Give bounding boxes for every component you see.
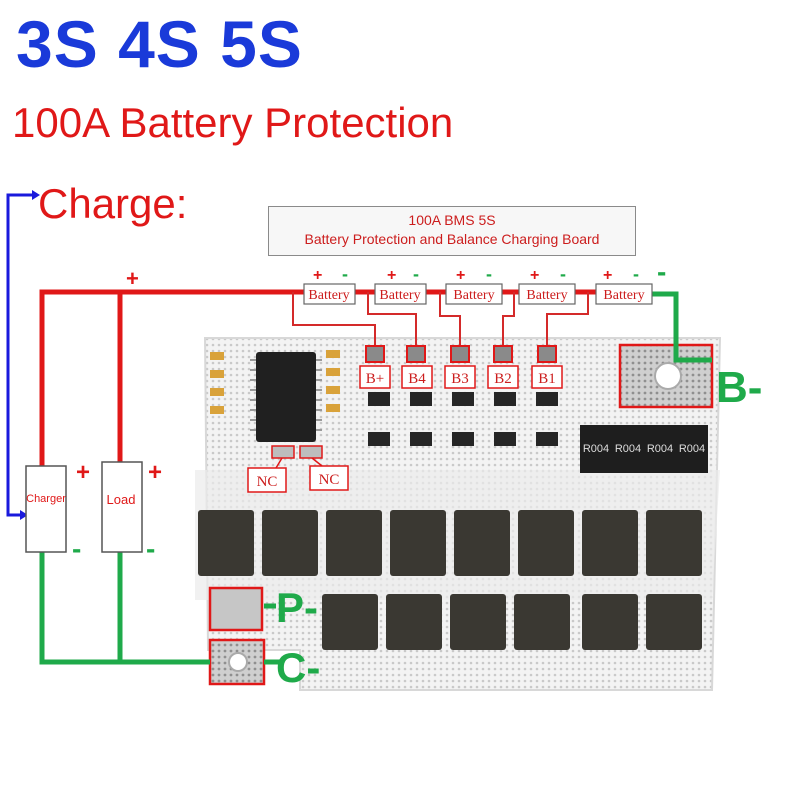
battery-plus: + xyxy=(387,267,396,284)
balance-pads: B+ B4 B3 B2 B1 xyxy=(359,345,563,389)
b-minus-pad xyxy=(618,343,714,409)
battery-label: Battery xyxy=(308,288,349,303)
board-banner: 100A BMS 5S Battery Protection and Balan… xyxy=(268,206,636,256)
battery-label: Battery xyxy=(603,288,644,303)
pad-label-b4: B4 xyxy=(408,371,426,387)
battery-cell-2: Battery + - xyxy=(374,264,427,305)
battery-minus: - xyxy=(633,264,639,284)
battery-plus: + xyxy=(530,267,539,284)
negative-wiring xyxy=(39,291,712,665)
positive-wiring xyxy=(39,289,596,466)
battery-cell-3: Battery + - xyxy=(445,264,503,305)
battery-plus: + xyxy=(456,267,465,284)
resistor-code-3: R004 xyxy=(647,443,673,455)
mosfet-row-top xyxy=(198,510,702,576)
terminal-b-minus: B- xyxy=(716,363,762,412)
charger-plus: + xyxy=(76,459,90,486)
banner-line-1: 100A BMS 5S xyxy=(408,212,496,228)
page-title: 3S 4S 5S xyxy=(16,7,303,81)
nc-label-2: NC xyxy=(319,472,340,488)
charger-label: Charger xyxy=(26,493,66,505)
battery-label: Battery xyxy=(526,288,567,303)
banner-line-2: Battery Protection and Balance Charging … xyxy=(304,231,600,247)
control-ic xyxy=(250,352,322,442)
pad-label-b2: B2 xyxy=(494,371,512,387)
load-minus: - xyxy=(146,533,155,564)
charge-arrow xyxy=(6,190,40,520)
battery-label: Battery xyxy=(453,288,494,303)
battery-minus: - xyxy=(342,264,348,284)
battery-cell-1: Battery + - xyxy=(303,264,356,305)
battery-plus: + xyxy=(603,267,612,284)
battery-label: Battery xyxy=(379,288,420,303)
pad-label-b1: B1 xyxy=(538,371,556,387)
load-label: Load xyxy=(107,492,136,507)
nc-label-1: NC xyxy=(257,474,278,490)
balance-transistors xyxy=(368,392,558,446)
battery-cell-5: Battery + - - xyxy=(595,256,666,305)
charger-box: Charger xyxy=(25,465,67,553)
resistor-code-1: R004 xyxy=(583,443,609,455)
shunt-resistors: R004 R004 R004 R004 xyxy=(580,425,708,473)
charge-label: Charge: xyxy=(38,180,188,227)
main-plus: + xyxy=(126,266,139,291)
battery-plus: + xyxy=(313,267,322,284)
load-box: Load xyxy=(101,461,143,553)
pad-label-b3: B3 xyxy=(451,371,469,387)
c-minus-pad xyxy=(208,638,266,686)
terminal-p-minus: P- xyxy=(276,584,318,631)
pad-label-b-plus: B+ xyxy=(366,371,384,387)
battery-cell-4: Battery + - xyxy=(518,264,576,305)
smd-components xyxy=(210,350,340,414)
nc-pads: NC NC xyxy=(247,445,349,493)
resistor-code-4: R004 xyxy=(679,443,705,455)
balance-wires xyxy=(292,292,589,346)
terminal-c-minus: C- xyxy=(276,644,320,691)
charger-minus: - xyxy=(72,533,81,564)
mosfet-row-bottom xyxy=(322,594,702,650)
battery-minus: - xyxy=(486,264,492,284)
pack-minus: - xyxy=(657,256,666,287)
resistor-code-2: R004 xyxy=(615,443,641,455)
load-plus: + xyxy=(148,459,162,486)
p-minus-pad xyxy=(208,586,264,632)
page-subtitle: 100A Battery Protection xyxy=(12,99,454,146)
battery-minus: - xyxy=(413,264,419,284)
battery-minus: - xyxy=(560,264,566,284)
